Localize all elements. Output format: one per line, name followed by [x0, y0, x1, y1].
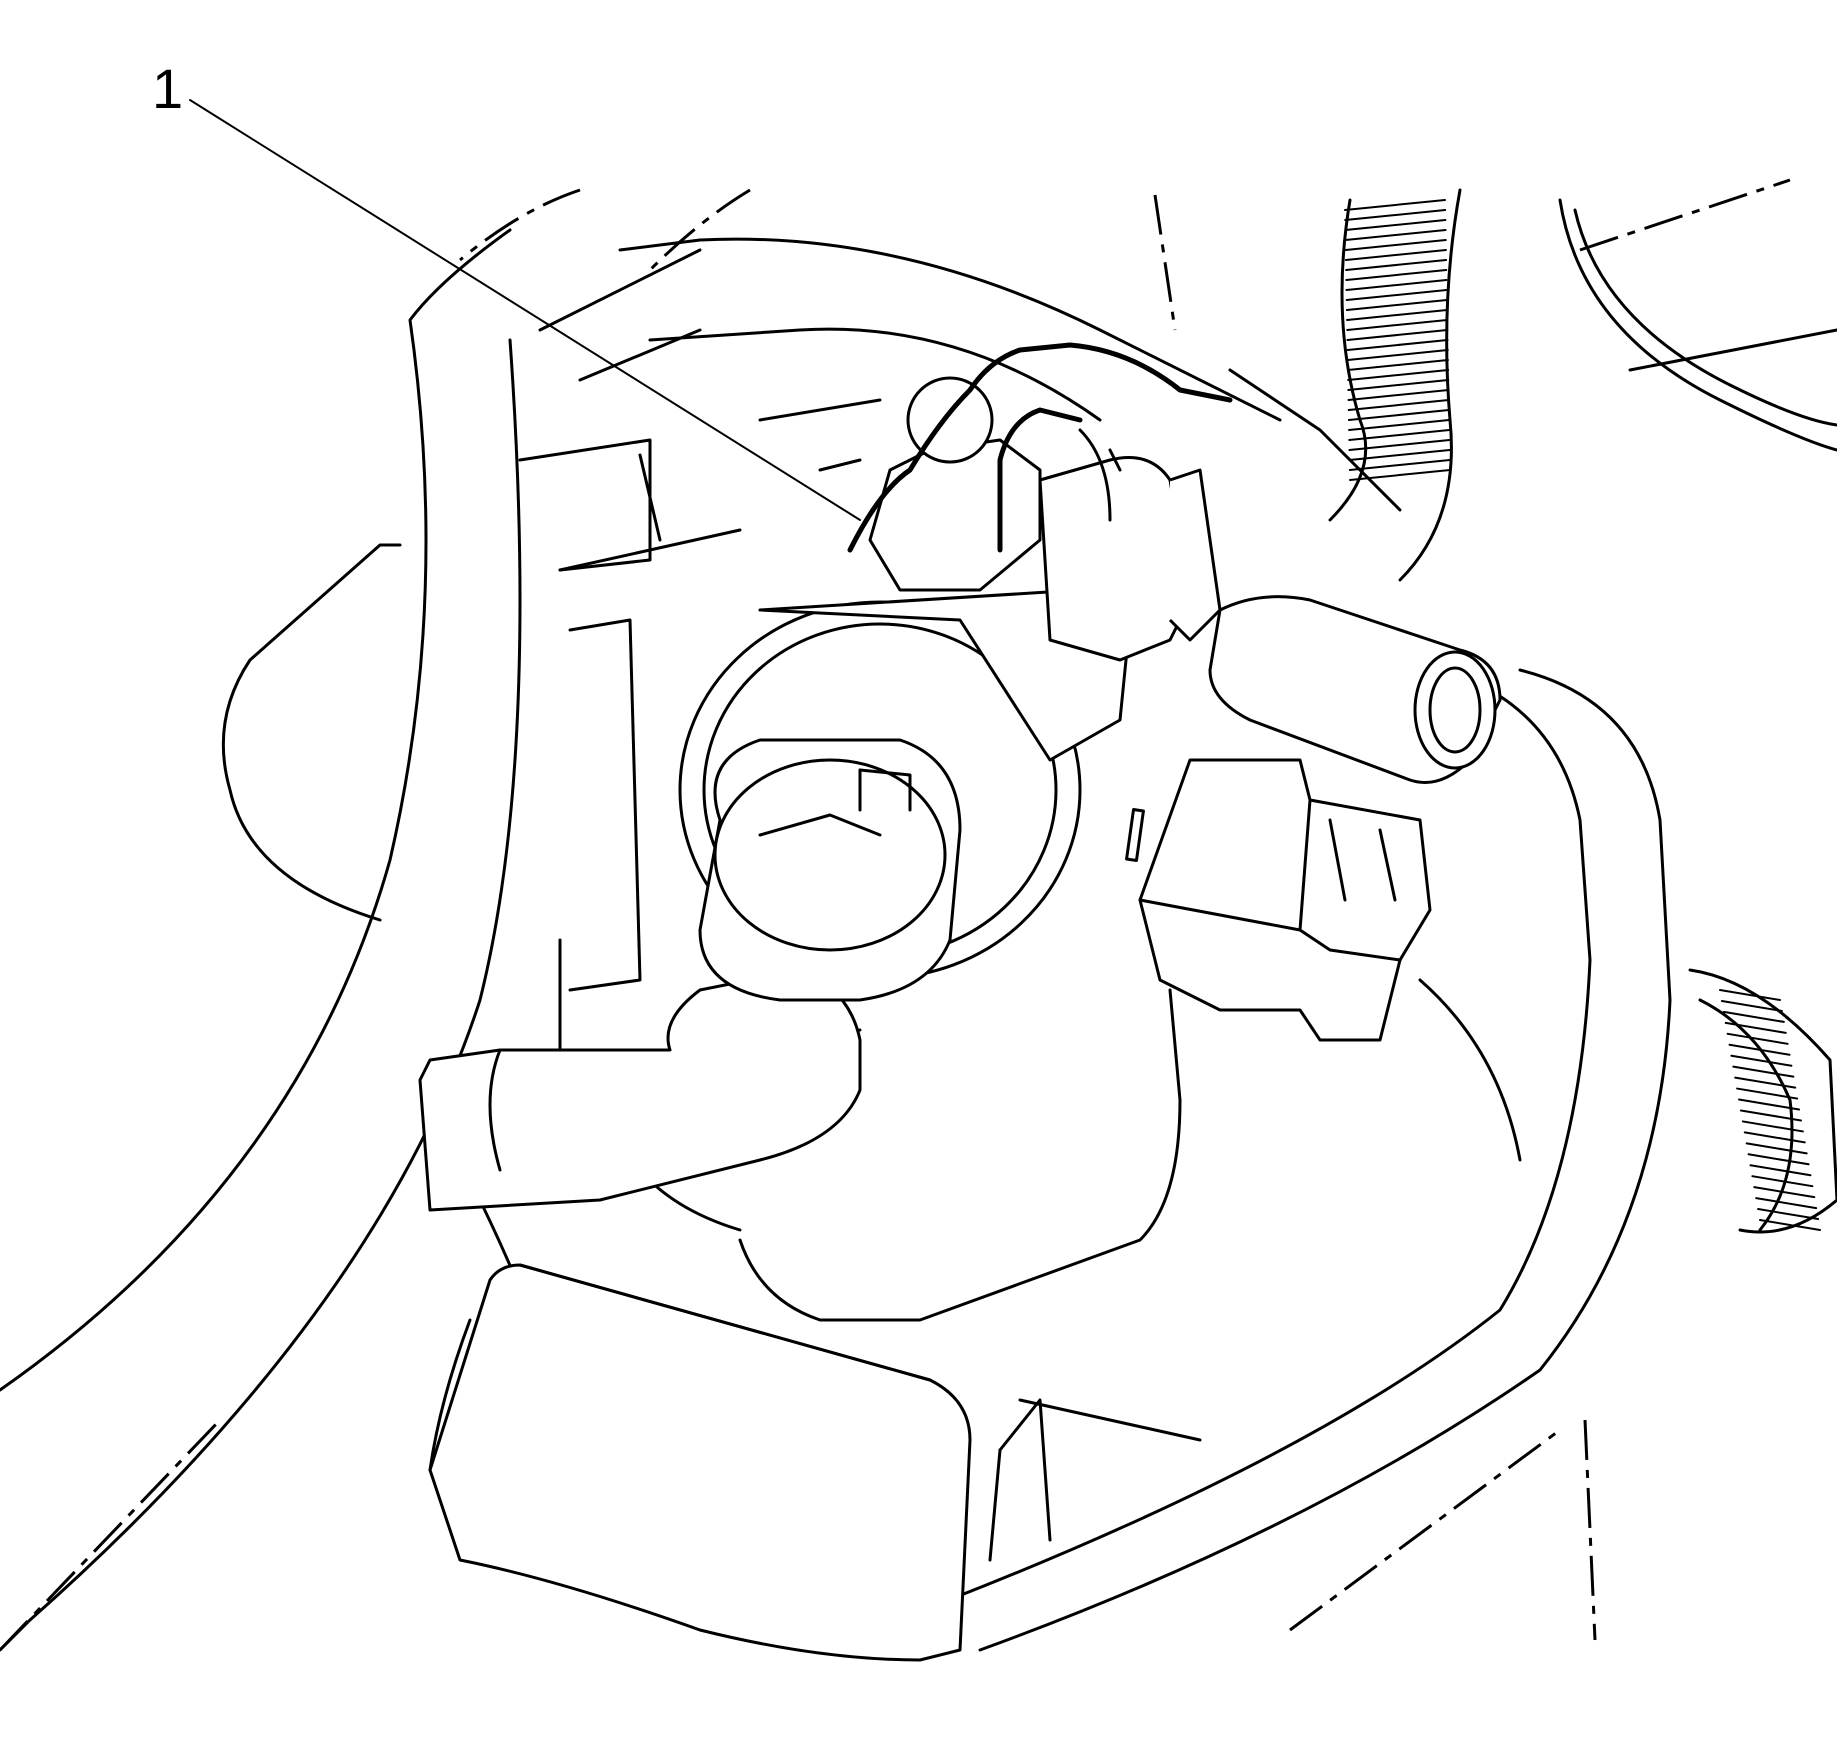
loom-rib	[1346, 339, 1449, 351]
loom-rib	[1346, 359, 1449, 371]
loom-rib	[1749, 1164, 1812, 1177]
loom-rib	[1722, 1010, 1785, 1023]
loom-rib	[1726, 1032, 1789, 1045]
loom-rib	[1344, 219, 1447, 231]
right-pipe	[868, 668, 1672, 1652]
electrical-connector	[1125, 758, 1432, 1042]
left-side-panel	[221, 438, 662, 992]
loom-rib	[1757, 1208, 1820, 1221]
callout-label: 1	[152, 57, 183, 120]
loom-rib	[1724, 1021, 1787, 1034]
loom-rib	[1346, 319, 1449, 331]
loom-rib	[1736, 1087, 1799, 1100]
loom-rib	[1346, 309, 1449, 321]
loom-rib	[1753, 1186, 1816, 1199]
loom-rib	[1741, 1120, 1804, 1133]
loom-rib	[1755, 1197, 1818, 1210]
loom-rib	[1720, 999, 1783, 1012]
outlet-hose	[1208, 595, 1502, 784]
loom-rib	[1344, 229, 1447, 241]
loom-rib	[1346, 329, 1449, 341]
loom-rib	[1745, 1142, 1808, 1155]
loom-rib	[1347, 409, 1450, 421]
loom-rib	[1759, 1219, 1821, 1231]
loom-rib	[1348, 459, 1451, 471]
loom-rib	[1732, 1065, 1795, 1078]
loom-rib	[1747, 1153, 1810, 1166]
loom-rib	[1345, 279, 1448, 291]
loom-rib	[1345, 269, 1448, 281]
loom-rib	[1347, 389, 1450, 401]
purge-valve	[678, 588, 1132, 1002]
loom-rib	[1347, 399, 1450, 411]
loom-rib	[1345, 289, 1448, 301]
loom-rib	[1743, 1131, 1806, 1144]
loom-rib	[1348, 419, 1451, 431]
loom-rib	[1344, 249, 1447, 261]
phantom-outlines	[0, 178, 1791, 1652]
loom-rib	[1728, 1043, 1791, 1056]
loom-rib	[1734, 1076, 1797, 1089]
callout-leader-line	[189, 99, 861, 521]
loom-rib	[1738, 1098, 1801, 1111]
loom-rib	[1348, 429, 1451, 441]
loom-rib	[1345, 259, 1448, 271]
loom-rib	[1347, 379, 1450, 391]
upper-housing	[1558, 198, 1837, 452]
loom-rib	[1751, 1175, 1814, 1188]
loom-rib	[1344, 239, 1447, 251]
loom-rib	[1719, 989, 1781, 1001]
loom-rib	[1345, 299, 1448, 311]
loom-rib	[1348, 449, 1451, 461]
wiring-harness-loom-upper	[1328, 188, 1462, 582]
inlet-hose	[418, 968, 862, 1212]
loom-rib	[1344, 209, 1447, 221]
loom-rib	[1348, 439, 1451, 451]
lower-module-box	[428, 1263, 1202, 1662]
wiring-harness-loom-lower	[1688, 968, 1837, 1234]
loom-rib	[1344, 199, 1446, 211]
loom-rib	[1730, 1054, 1793, 1067]
vacuum-line	[847, 342, 1233, 553]
loom-rib	[1346, 349, 1449, 361]
loom-rib	[1739, 1109, 1802, 1122]
loom-rib	[1347, 369, 1450, 381]
callout-1: 1	[152, 57, 861, 521]
